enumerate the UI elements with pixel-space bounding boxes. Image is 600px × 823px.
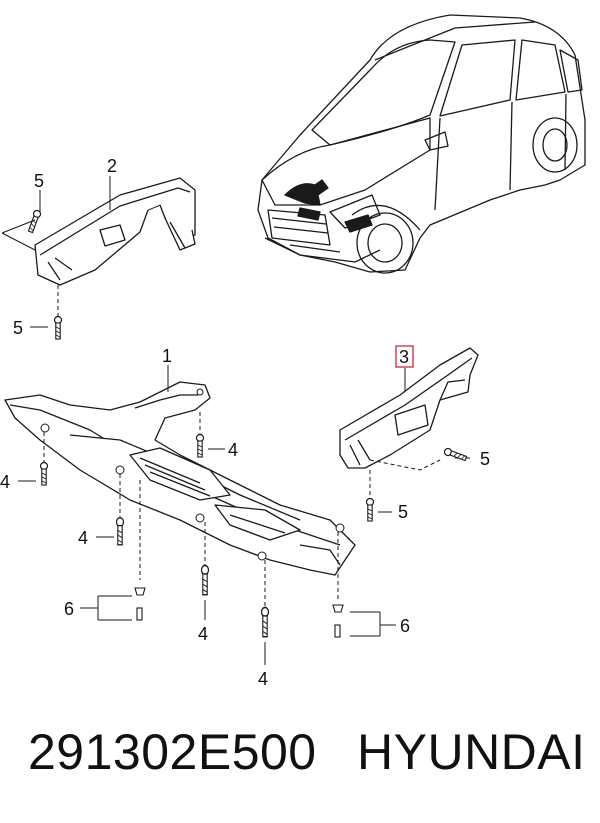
bolt-5-right-lower xyxy=(365,497,375,522)
callout-labels: 2 5 5 1 4 4 4 4 4 5 5 6 6 3 xyxy=(0,156,490,689)
callout-6-left: 6 xyxy=(64,599,74,619)
bolt-4-mid-left xyxy=(115,517,125,546)
callout-3-highlight-box xyxy=(395,345,414,368)
callout-4-mid-left: 4 xyxy=(78,528,88,548)
callout-5-top-left: 5 xyxy=(34,171,44,191)
part-1-under-cover xyxy=(4,381,356,576)
part-2-side-shield xyxy=(34,177,196,286)
vehicle-illustration xyxy=(257,14,586,274)
callout-3: 3 xyxy=(399,347,409,367)
bolt-5-right-upper xyxy=(442,446,468,463)
bolt-4-bottom-center xyxy=(200,564,210,596)
part-2-leader-lines xyxy=(1,176,111,328)
callout-2: 2 xyxy=(107,156,117,176)
bolt-4-center xyxy=(195,433,205,458)
part-3-side-shield xyxy=(339,347,479,469)
bolt-4-bottom xyxy=(260,606,270,638)
bolt-upper-left xyxy=(26,208,43,234)
clips-6 xyxy=(134,587,344,638)
part-3-leader-lines xyxy=(369,368,470,513)
callout-6-right: 6 xyxy=(400,616,410,636)
callout-4-left: 4 xyxy=(0,472,10,492)
callout-5-right-upper: 5 xyxy=(480,449,490,469)
callout-5-right-lower: 5 xyxy=(398,502,408,522)
callout-4-bottom-center: 4 xyxy=(198,624,208,644)
parts-diagram: 2 5 5 1 4 4 4 4 4 5 5 6 6 3 xyxy=(0,14,586,689)
part-number: 291302E500 xyxy=(28,724,317,780)
bolt-4-left xyxy=(39,461,49,486)
footer: 291302E500 HYUNDAI xyxy=(0,722,600,792)
callout-5-bottom-left: 5 xyxy=(13,318,23,338)
callout-4-bottom: 4 xyxy=(258,669,268,689)
bolt-lower-left xyxy=(53,315,63,340)
brand-name: HYUNDAI xyxy=(357,724,586,780)
callout-4-center: 4 xyxy=(228,440,238,460)
part-1-leader-lines xyxy=(18,365,396,665)
callout-1: 1 xyxy=(162,346,172,366)
